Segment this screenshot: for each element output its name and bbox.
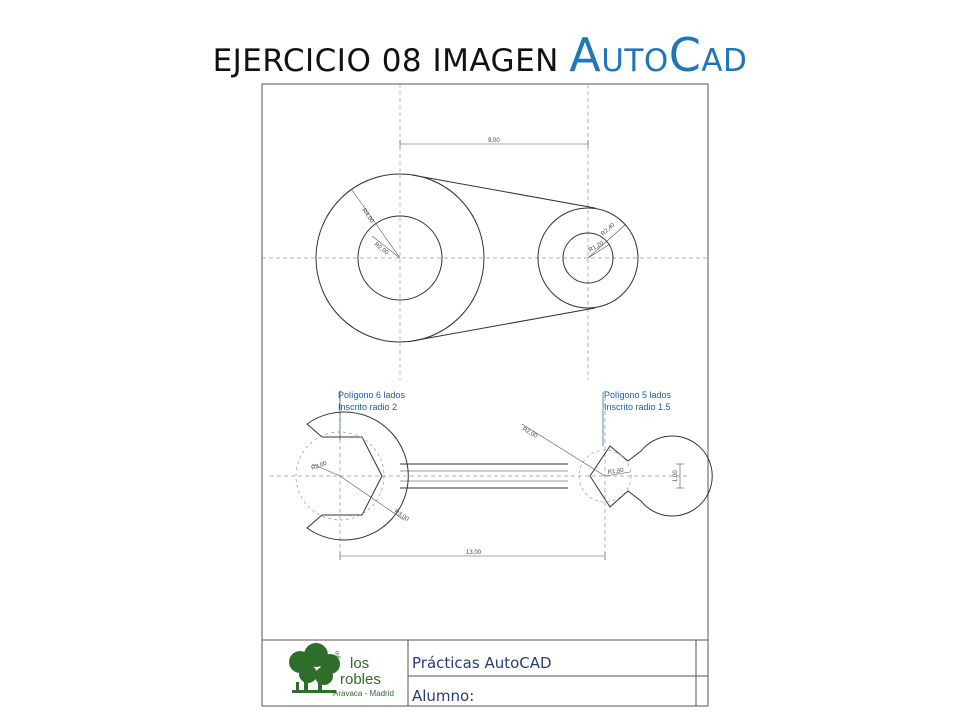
logo-robles: robles [340,671,381,688]
right-head-inner-circle [578,449,632,503]
logo-tree-icon [289,643,340,693]
brand-a: A [569,28,602,82]
page-title: EJERCICIO 08 IMAGEN AUTOCAD [0,28,960,82]
small-inner-circle [562,232,614,284]
pulley-assembly [315,173,639,343]
radius-leaders-wrench [311,423,631,521]
logo-place: Aravaca - Madrid [333,689,394,698]
label-r-left-inner: R2,00 [311,461,329,472]
small-outer-circle [537,207,639,309]
label-r-small-outer: R2,40 [600,222,616,238]
label-r-big-outer: R4,00 [360,208,374,225]
leader-small-inner [587,243,611,259]
brand-ad: AD [701,43,748,79]
label-r-big-inner: R2,00 [373,242,390,257]
leader-big-inner [371,235,401,259]
leader-left-inner [311,463,341,477]
logo-los: los [350,655,369,672]
label-r-small-inner: R1,20 [588,240,605,254]
annotation-right-line2: Inscrito radio 1.5 [604,402,671,412]
upper-tangent-line [411,174,596,209]
annotation-left-line2: Inscrito radio 2 [338,402,397,412]
dim-bottom-label: 13,00 [466,550,482,556]
leader-left-outer [339,475,405,521]
brand-uto: UTO [601,43,669,79]
practice-label: Prácticas AutoCAD [412,654,552,672]
dim-vertical-label: 1,00 [673,470,679,482]
title-block [262,639,708,706]
big-outer-circle [315,173,485,343]
wrench [295,411,713,541]
lower-tangent-line [411,307,596,342]
dim-top-group [399,140,589,148]
big-inner-circle [357,215,443,301]
left-head-inner-circle [295,431,385,521]
annotation-left-line1: Polígono 6 lados [338,390,406,400]
right-head-outline [589,435,713,517]
leader-right-inner [604,471,631,477]
leader-right-outer [521,423,606,477]
leader-small-outer [587,223,627,259]
dim-bottom-group [339,552,606,560]
title-brand: AUTOCAD [569,28,748,82]
sheet-border [261,83,709,707]
label-r-left-outer: R3,00 [393,509,410,523]
radius-leaders-top [351,189,627,259]
logo-small-label: colegio [335,650,341,670]
brand-c: C [668,28,702,82]
dim-vertical-group [676,463,684,489]
annotation-leaders [339,392,604,446]
annotation-right-line1: Polígono 5 lados [604,390,672,400]
leader-big-outer [351,189,401,259]
dim-top-label: 9,00 [488,138,500,144]
title-prefix: EJERCICIO 08 IMAGEN [212,43,559,79]
label-r-right-inner: R1,50 [607,468,624,476]
student-label: Alumno: [412,687,474,705]
center-lines [262,84,708,560]
left-head-outline [306,411,409,541]
